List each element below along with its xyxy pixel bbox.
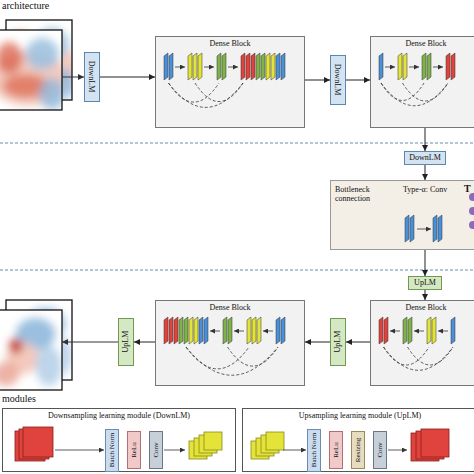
flow-arrow <box>346 80 370 81</box>
dense-block: Dense Block <box>370 36 474 128</box>
dense-block: Dense Block <box>370 300 474 386</box>
layer-box: Batch Norm <box>105 429 119 472</box>
node-text: Downsampling learning module (DownLM) <box>48 411 190 420</box>
node-text: Conv <box>376 442 384 457</box>
layer-illustration <box>371 301 474 387</box>
upsampling-module: UpLM <box>118 318 134 366</box>
node-text: Bottleneck connection <box>335 185 393 203</box>
downsampling-module: DownLM <box>330 55 346 105</box>
flow-arrow <box>305 342 330 343</box>
layer-box: ReLu <box>329 431 343 469</box>
layer-illustration <box>371 37 474 129</box>
node-text: DownLM <box>409 153 441 162</box>
node-text: ReLu <box>332 442 340 458</box>
input-arrow <box>62 77 84 78</box>
node-text: Resizing <box>354 438 362 463</box>
field-map <box>0 30 69 110</box>
cut-off-label: T <box>464 183 471 194</box>
section-divider <box>0 143 474 144</box>
node-text: Conv <box>152 442 160 457</box>
field-map <box>0 310 62 390</box>
node-text: Dense Block <box>209 39 250 48</box>
node-text: Batch Norm <box>108 433 116 467</box>
layer-box: Batch Norm <box>307 429 321 472</box>
module-panel: Upsampling learning module (UpLM) Batch N… <box>242 408 474 472</box>
node-text: Dense Block <box>209 303 250 312</box>
node-text: UpLM <box>333 331 342 353</box>
layer-illustration <box>156 37 306 129</box>
node-text: Dense Block <box>405 39 446 48</box>
field-map <box>3 300 72 380</box>
flow-arrow <box>425 290 426 300</box>
layer-box: Conv <box>149 431 163 469</box>
node-text: DownLM <box>333 64 342 96</box>
node-text: ReLu <box>130 442 138 458</box>
flow-arrow <box>346 342 370 343</box>
downsampling-module: DownLM <box>404 151 446 165</box>
output-arrow <box>62 342 118 343</box>
flow-arrow <box>100 77 155 78</box>
node-text: Batch Norm <box>310 433 318 467</box>
module-panel: Downsampling learning module (DownLM) Bat… <box>2 408 236 472</box>
field-map <box>0 20 79 100</box>
dense-block: Dense Block <box>155 300 305 386</box>
flow-arrow <box>425 250 426 276</box>
section-label: modules <box>2 393 36 404</box>
node-text: Upsampling learning module (UpLM) <box>299 411 421 420</box>
flow-arrow <box>425 165 426 180</box>
node-text: UpLM <box>121 331 130 353</box>
layer-box: ReLu <box>127 431 141 469</box>
section-label: architecture <box>2 0 49 11</box>
upsampling-module: UpLM <box>330 318 346 366</box>
flow-arrow <box>305 80 330 81</box>
flow-arrow <box>425 128 426 151</box>
layer-box: Conv <box>373 431 387 469</box>
upsampling-module: UpLM <box>408 276 442 290</box>
section-divider <box>0 270 474 271</box>
layer-box: Resizing <box>351 431 365 469</box>
downsampling-module: DownLM <box>84 52 100 102</box>
layer-type-text: Type-α: Conv <box>403 185 447 194</box>
node-text: DownLM <box>87 61 96 93</box>
bottleneck-box: Bottleneck connection Type-α: Conv <box>330 180 474 250</box>
layer-illustration <box>156 301 306 387</box>
node-text: UpLM <box>414 278 436 287</box>
flow-arrow <box>134 342 155 343</box>
node-text: Dense Block <box>405 303 446 312</box>
dense-block: Dense Block <box>155 36 305 128</box>
